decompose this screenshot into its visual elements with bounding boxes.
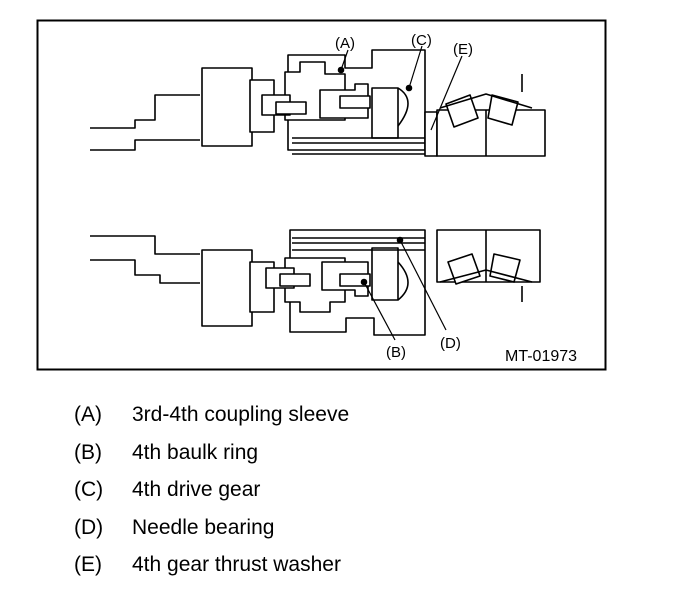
figure-frame xyxy=(36,19,607,371)
upper-drive-gear-curve xyxy=(397,87,409,127)
leader-e xyxy=(430,55,463,131)
upper-bearing-race xyxy=(439,93,533,109)
leader-a xyxy=(340,49,349,71)
lower-synchro-ring xyxy=(279,273,311,287)
legend-text: 3rd-4th coupling sleeve xyxy=(132,403,350,427)
legend-item-e: (E) 4th gear thrust washer xyxy=(74,546,349,584)
legend-text: Needle bearing xyxy=(132,515,275,539)
leader-lines xyxy=(340,45,463,341)
legend-text: 4th baulk ring xyxy=(132,440,259,464)
figure-code: MT-01973 xyxy=(505,348,577,365)
lower-bearing-race xyxy=(439,269,533,283)
legend-text: 4th gear thrust washer xyxy=(132,553,341,577)
lower-roller-right xyxy=(489,253,521,283)
leader-d xyxy=(399,239,447,331)
lower-assembly xyxy=(90,229,541,336)
figure: (A) (C) (E) (B) (D) MT-01973 xyxy=(36,19,607,371)
upper-synchro-ring xyxy=(275,101,307,115)
lower-drive-gear-curve xyxy=(397,261,409,301)
legend-key: (E) xyxy=(74,553,102,577)
callout-b: (B) xyxy=(386,344,406,361)
callout-e: (E) xyxy=(453,41,473,58)
upper-shaft-outline xyxy=(90,94,200,129)
upper-assembly xyxy=(90,49,546,157)
legend-key: (A) xyxy=(74,403,102,427)
callout-c: (C) xyxy=(411,32,432,49)
legend-key: (C) xyxy=(74,478,104,502)
lower-shaft-outline xyxy=(90,235,200,255)
legend-item-d: (D) Needle bearing xyxy=(74,509,349,547)
upper-baulk-ring-tooth xyxy=(339,95,371,109)
lower-roller-left xyxy=(447,253,481,285)
legend-list: (A) 3rd-4th coupling sleeve (B) 4th baulk … xyxy=(74,396,349,584)
callout-d: (D) xyxy=(440,335,461,352)
upper-hub-block xyxy=(201,67,253,147)
legend-key: (D) xyxy=(74,515,104,539)
legend-text: 4th drive gear xyxy=(132,478,261,502)
legend-key: (B) xyxy=(74,440,102,464)
upper-shaft-outline-lower xyxy=(90,139,200,151)
transmission-cross-section-diagram: (A) (C) (E) (B) (D) MT-01973 xyxy=(36,19,607,371)
callout-a: (A) xyxy=(335,35,355,52)
legend-item-a: (A) 3rd-4th coupling sleeve xyxy=(74,396,349,434)
legend-item-c: (C) 4th drive gear xyxy=(74,471,349,509)
lower-drive-gear-hub xyxy=(371,247,399,301)
legend-item-b: (B) 4th baulk ring xyxy=(74,434,349,472)
lower-hub-block xyxy=(201,249,253,327)
leader-b xyxy=(363,281,396,341)
lower-shaft-outline-lower xyxy=(90,259,200,284)
leader-c xyxy=(408,45,423,89)
upper-roller-right xyxy=(487,94,519,126)
upper-drive-gear-hub xyxy=(371,87,399,139)
